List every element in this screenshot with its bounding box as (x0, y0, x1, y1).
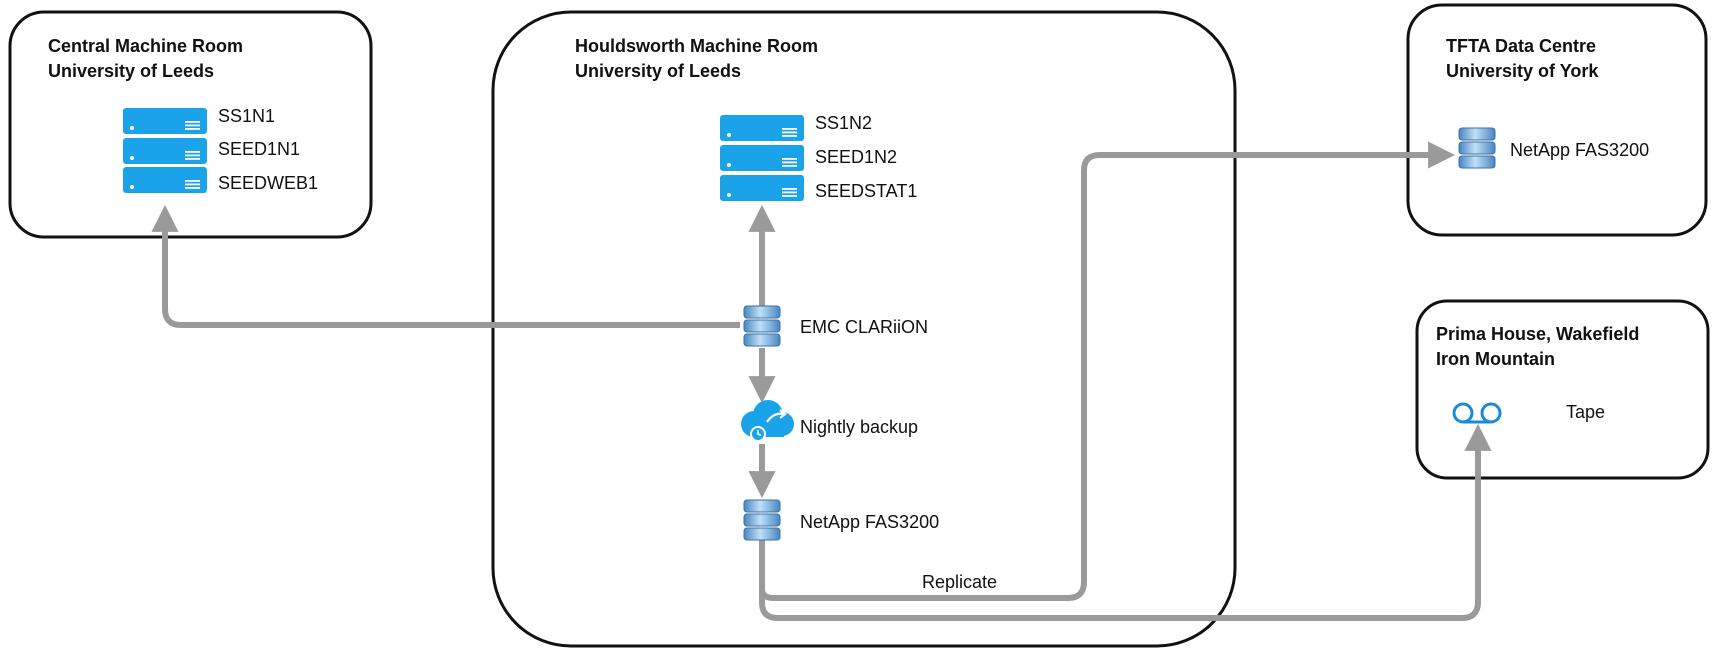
houldsworth-room-subtitle: University of Leeds (575, 61, 741, 81)
central-room-subtitle: University of Leeds (48, 61, 214, 81)
central-room-title: Central Machine Room (48, 36, 243, 56)
server-icon (720, 145, 804, 171)
houldsworth-machine-room-box (491, 10, 1237, 648)
tfta-subtitle: University of York (1446, 61, 1599, 81)
storage-icon (743, 499, 781, 541)
server-label-seed1n2: SEED1N2 (815, 147, 897, 167)
server-icon (123, 108, 207, 134)
storage-icon (1458, 127, 1496, 169)
netapp-york-label: NetApp FAS3200 (1510, 140, 1649, 160)
server-label-seed1n1: SEED1N1 (218, 139, 300, 159)
cloud-backup-icon (741, 400, 794, 442)
netapp-local-label: NetApp FAS3200 (800, 512, 939, 532)
storage-icon (743, 305, 781, 347)
tfta-data-centre-box (1406, 3, 1708, 237)
prima-subtitle: Iron Mountain (1436, 349, 1555, 369)
houldsworth-server-stack (720, 115, 804, 201)
tfta-title: TFTA Data Centre (1446, 36, 1596, 56)
tape-icon (1452, 402, 1502, 424)
server-icon (720, 175, 804, 201)
emc-to-central-arrow (151, 204, 740, 328)
tape-label: Tape (1566, 402, 1605, 422)
server-icon (123, 167, 207, 193)
central-server-stack (123, 108, 207, 193)
prima-house-box (1415, 299, 1710, 480)
emc-clariion-label: EMC CLARiiON (800, 317, 928, 337)
server-label-ss1n2: SS1N2 (815, 113, 872, 133)
houldsworth-room-title: Houldsworth Machine Room (575, 36, 818, 56)
prima-title: Prima House, Wakefield (1436, 324, 1639, 344)
server-icon (123, 138, 207, 164)
server-label-seedweb1: SEEDWEB1 (218, 173, 318, 193)
server-label-seedstat1: SEEDSTAT1 (815, 181, 917, 201)
replicate-label: Replicate (922, 572, 997, 592)
netapp-to-tape-arrow (759, 423, 1492, 621)
nightly-backup-label: Nightly backup (800, 417, 918, 437)
server-icon (720, 115, 804, 141)
server-label-ss1n1: SS1N1 (218, 106, 275, 126)
central-machine-room-box (8, 10, 373, 239)
